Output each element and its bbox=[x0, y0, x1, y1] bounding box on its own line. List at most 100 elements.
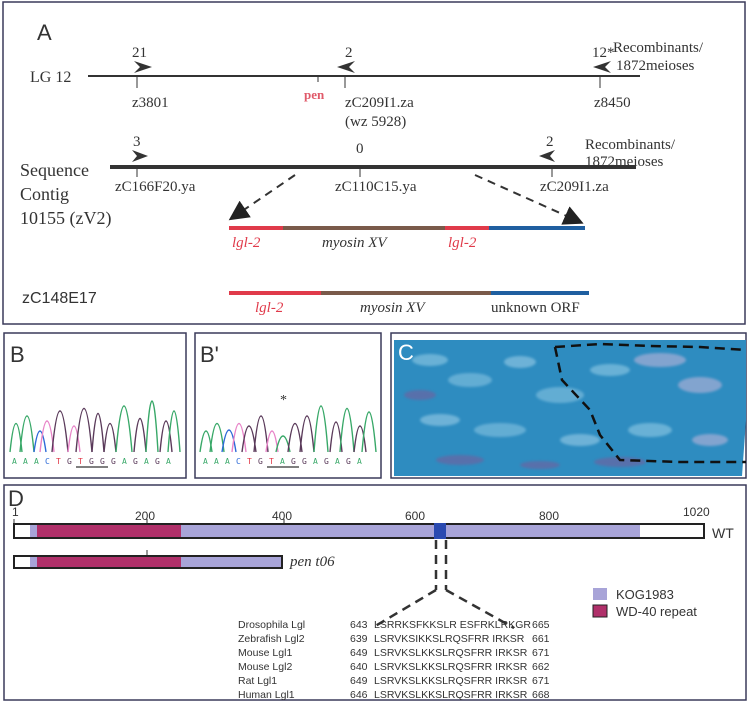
base: A bbox=[225, 457, 230, 466]
arrow-left-icon bbox=[337, 61, 355, 73]
aa-seq: LSRVKSLKKSLRQSFRR IRKSR bbox=[374, 647, 528, 659]
base: A bbox=[214, 457, 219, 466]
base: G bbox=[100, 457, 105, 466]
end-pos: 661 bbox=[532, 633, 550, 645]
contig-marker-2: zC110C15.ya bbox=[335, 179, 417, 195]
contig-count-2: 0 bbox=[356, 141, 364, 157]
contig-name-1: Sequence bbox=[20, 160, 89, 180]
species-name: Zebrafish Lgl2 bbox=[238, 633, 305, 645]
base: G bbox=[67, 457, 72, 466]
base: A bbox=[203, 457, 208, 466]
panel-c: C bbox=[390, 332, 747, 479]
lg-recomb-1: Recombinants/ bbox=[613, 40, 704, 56]
start-pos: 649 bbox=[350, 647, 368, 659]
base: G bbox=[111, 457, 116, 466]
tissue-outline bbox=[553, 342, 747, 464]
contig-count-3: 2 bbox=[546, 134, 554, 150]
base: A bbox=[166, 457, 171, 466]
arrow-left-icon bbox=[539, 150, 555, 162]
mutant-label: pen t06 bbox=[289, 554, 335, 570]
base: C bbox=[236, 457, 241, 466]
panel-b-prime-label: B' bbox=[200, 342, 219, 367]
chromatogram-b bbox=[9, 400, 181, 453]
tick-label: 600 bbox=[405, 509, 425, 523]
arrow-right-icon bbox=[132, 150, 148, 162]
base: C bbox=[45, 457, 50, 466]
panel-b: B A A A C T G T G G G bbox=[3, 332, 187, 479]
panel-a-label: A bbox=[37, 20, 52, 45]
contig-marker-3: zC209I1.za bbox=[540, 179, 609, 195]
aa-seq: LSRVKSLKKSLRQSFRR IRKSR bbox=[374, 661, 528, 673]
tick-label: 1020 bbox=[683, 505, 710, 519]
base: G bbox=[133, 457, 138, 466]
bac-name: zC148E17 bbox=[22, 290, 97, 307]
legend: KOG1983 WD-40 repeat bbox=[592, 587, 697, 619]
bac-gene-myosin: myosin XV bbox=[360, 300, 426, 316]
marker-pen: pen bbox=[304, 87, 325, 102]
marker-zc209: zC209I1.za bbox=[345, 95, 414, 111]
panel-b-label: B bbox=[10, 342, 25, 367]
alignment: Drosophila Lgl Zebrafish Lgl2 Mouse Lgl1… bbox=[238, 619, 550, 701]
panel-b-prime: B' * A A A C T G T A G bbox=[194, 332, 382, 479]
base: T bbox=[269, 457, 274, 466]
end-pos: 662 bbox=[532, 661, 550, 673]
tick-label: 200 bbox=[135, 509, 155, 523]
end-pos: 671 bbox=[532, 647, 550, 659]
base: A bbox=[34, 457, 39, 466]
zoom-lines bbox=[371, 540, 515, 630]
chromatogram-b-prime bbox=[199, 405, 377, 453]
lg-count-3: 12* bbox=[592, 45, 615, 61]
expand-arrow-left bbox=[228, 174, 296, 221]
base: A bbox=[144, 457, 149, 466]
base: G bbox=[258, 457, 263, 466]
legend-wd40: WD-40 repeat bbox=[616, 604, 697, 619]
base: T bbox=[56, 457, 61, 466]
tick-label: 1 bbox=[12, 505, 19, 519]
species-name: Mouse Lgl1 bbox=[238, 647, 292, 659]
contig-map: Sequence Contig 10155 (zV2) 3 0 2 zC166F… bbox=[20, 134, 676, 229]
sequence-b: A A A C T G T G G G A G A G A bbox=[12, 457, 171, 466]
lg-count-1: 21 bbox=[132, 45, 147, 61]
tick-label: 800 bbox=[539, 509, 559, 523]
base: G bbox=[291, 457, 296, 466]
tick-label: 400 bbox=[272, 509, 292, 523]
contig-recomb-2: 1872meioses bbox=[585, 154, 663, 170]
contig-name-2: Contig bbox=[20, 184, 69, 204]
bac-track: zC148E17 lgl-2 myosin XV unknown ORF bbox=[22, 290, 589, 316]
bac-gene-lgl2: lgl-2 bbox=[255, 300, 284, 316]
base: T bbox=[247, 457, 252, 466]
contig-count-1: 3 bbox=[133, 134, 141, 150]
gene-track-1: lgl-2 myosin XV lgl-2 bbox=[229, 226, 585, 251]
bac-gene-orf: unknown ORF bbox=[491, 300, 580, 316]
wt-protein: WT bbox=[13, 523, 734, 541]
base: G bbox=[155, 457, 160, 466]
marker-z8450: z8450 bbox=[594, 95, 631, 111]
gene1-myosin: myosin XV bbox=[322, 235, 388, 251]
panel-c-label: C bbox=[398, 340, 414, 365]
species-name: Mouse Lgl2 bbox=[238, 661, 292, 673]
lg-count-2: 2 bbox=[345, 45, 353, 61]
base: A bbox=[313, 457, 318, 466]
base: A bbox=[12, 457, 17, 466]
aa-seq: LSRVKSLKKSLRQSFRR IRKSR bbox=[374, 689, 528, 701]
legend-kog: KOG1983 bbox=[616, 587, 674, 602]
base: G bbox=[302, 457, 307, 466]
mutant-protein: pen t06 bbox=[13, 550, 335, 570]
marker-wz5928: (wz 5928) bbox=[345, 114, 406, 130]
base: G bbox=[346, 457, 351, 466]
base: G bbox=[89, 457, 94, 466]
base: A bbox=[122, 457, 127, 466]
gene1-lgl2-a: lgl-2 bbox=[232, 235, 261, 251]
scale-ticks: 1 200 400 600 800 1020 bbox=[12, 505, 710, 523]
species-name: Human Lgl1 bbox=[238, 689, 295, 701]
start-pos: 649 bbox=[350, 675, 368, 687]
panel-a: A LG 12 21 2 12* z3801 pen zC209I1.za (w… bbox=[2, 1, 746, 325]
aa-seq: LSRVKSLKKSLRQSFRR IRKSR bbox=[374, 675, 528, 687]
sequence-b-prime: A A A C T G T A G G A G A G A bbox=[203, 457, 362, 466]
base: G bbox=[324, 457, 329, 466]
end-pos: 665 bbox=[532, 619, 550, 631]
contig-recomb-1: Recombinants/ bbox=[585, 137, 676, 153]
expand-arrow-right bbox=[474, 174, 584, 225]
species-name: Drosophila Lgl bbox=[238, 619, 305, 631]
